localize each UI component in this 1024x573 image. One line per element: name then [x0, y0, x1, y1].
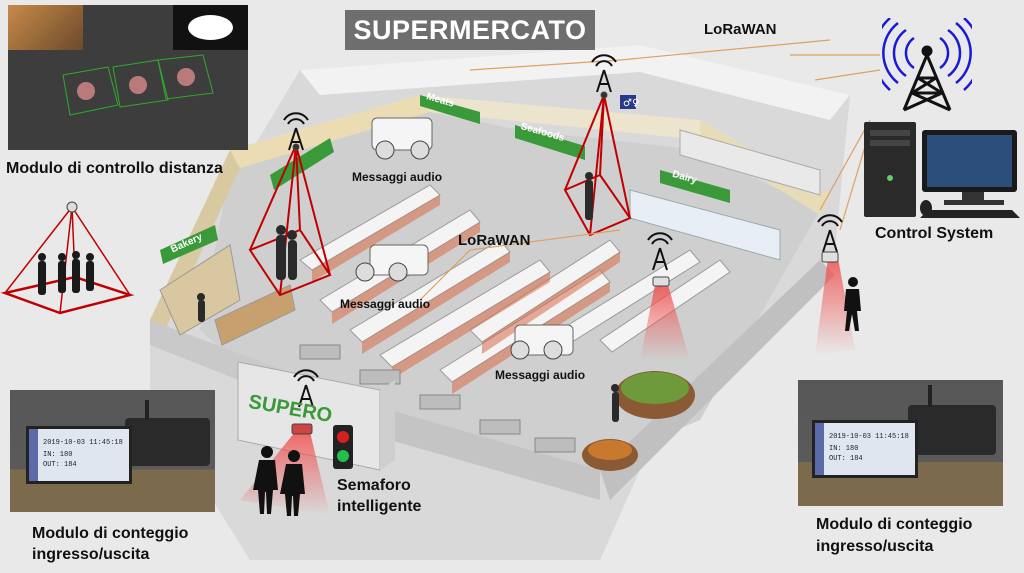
traffic-light-icon: [333, 425, 353, 469]
screen-in-count: IN: 180: [43, 451, 73, 459]
audio-label-2: Messaggi audio: [340, 297, 431, 311]
distance-module-image: [8, 5, 248, 150]
screen-out-count: OUT: 184: [829, 455, 863, 463]
lorawan-label-center: LoRaWAN: [458, 232, 531, 249]
wireless-tower-icon: [882, 18, 972, 112]
antenna-icon: [283, 54, 843, 408]
page-title: SUPERMERCATO: [345, 10, 595, 50]
screen-out-count: OUT: 184: [43, 461, 77, 469]
count-right-label-line1: Modulo di conteggio: [816, 516, 973, 533]
count-left-label-line1: Modulo di conteggio: [32, 525, 189, 542]
screen-timestamp: 2019-10-03 11:45:18: [829, 433, 909, 441]
count-left-label-line2: ingresso/uscita: [32, 546, 150, 563]
svg-text:♂♀: ♂♀: [623, 98, 639, 109]
traffic-light-label-line2: intelligente: [337, 498, 422, 515]
traffic-light-label-line1: Semaforo: [337, 477, 411, 494]
restroom-icon: [620, 95, 636, 109]
counter-module-left-image: 2019-10-03 11:45:18 IN: 180 OUT: 184: [10, 390, 215, 512]
camera-icon: [291, 91, 839, 435]
side-person: [844, 277, 861, 331]
speaker-icon: [355, 117, 574, 360]
screen-in-count: IN: 180: [829, 445, 859, 453]
audio-label-3: Messaggi audio: [495, 368, 586, 382]
counter-screen-right: 2019-10-03 11:45:18 IN: 180 OUT: 184: [812, 420, 918, 478]
computer-icon: [864, 122, 1020, 218]
screen-timestamp: 2019-10-03 11:45:18: [43, 439, 123, 447]
zone-figure: [0, 201, 135, 315]
count-right-label-line2: ingresso/uscita: [816, 538, 934, 555]
counter-module-right-image: 2019-10-03 11:45:18 IN: 180 OUT: 184: [798, 380, 1003, 506]
lorawan-label-top: LoRaWAN: [704, 21, 777, 38]
control-system-label: Control System: [875, 225, 994, 242]
counter-screen-left: 2019-10-03 11:45:18 IN: 180 OUT: 184: [26, 426, 132, 484]
distance-module-label: Modulo di controllo distanza: [6, 160, 223, 177]
audio-label-1: Messaggi audio: [352, 170, 443, 184]
entrance-people: [253, 446, 305, 516]
